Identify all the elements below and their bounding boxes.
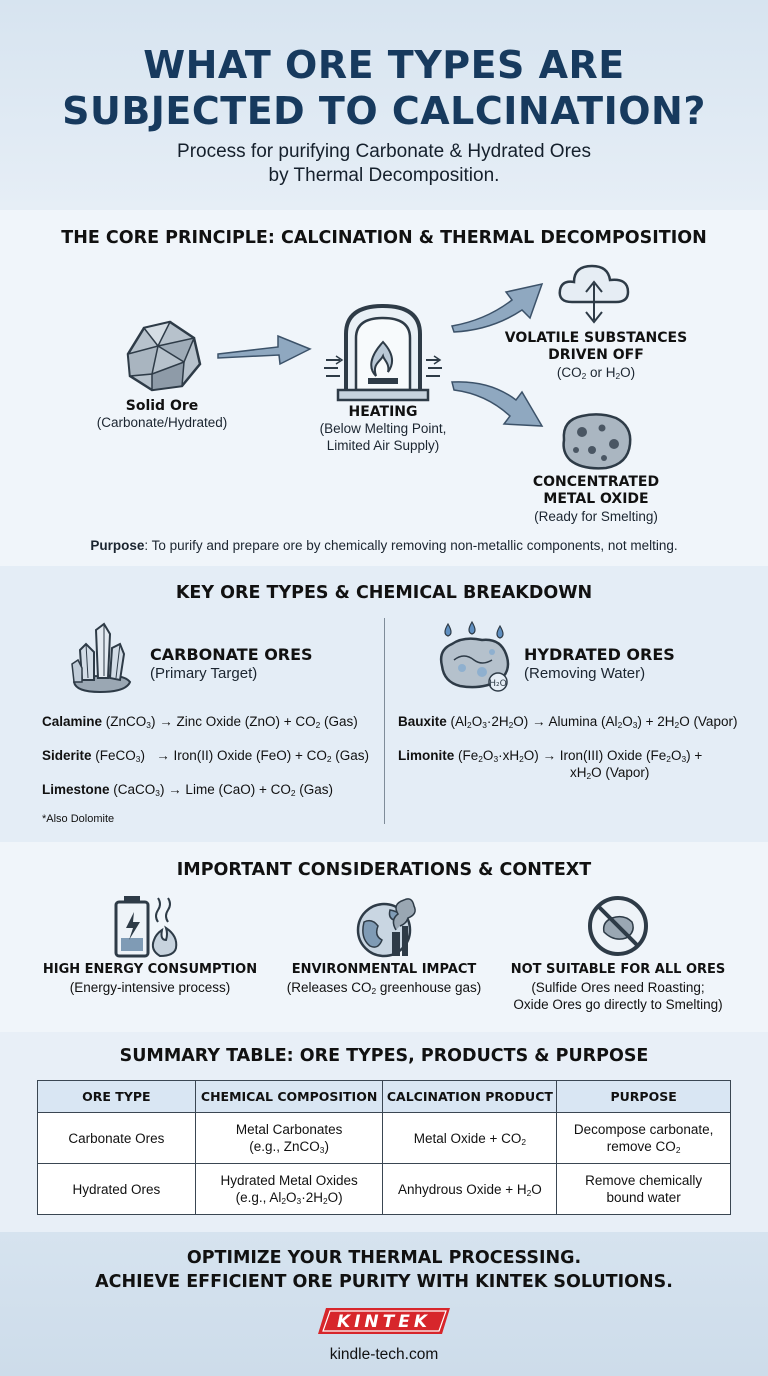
- table-header: CALCINATION PRODUCT: [382, 1080, 558, 1113]
- table-cell: Remove chemically bound water: [556, 1163, 731, 1215]
- arrow-right-icon: [217, 334, 312, 366]
- arrow-down-right-icon: [451, 381, 544, 427]
- table-header: CHEMICAL COMPOSITION: [194, 1080, 384, 1113]
- purpose-line-2: bound water: [606, 1190, 681, 1205]
- rock-icon: [126, 320, 202, 392]
- page-subtitle: Process for purifying Carbonate & Hydrat…: [0, 140, 768, 188]
- summary-table: ORE TYPE CHEMICAL COMPOSITION CALCINATIO…: [37, 1080, 731, 1215]
- summary-section: SUMMARY TABLE: ORE TYPES, PRODUCTS & PUR…: [0, 1032, 768, 1232]
- hydrated-heading: HYDRATED ORES: [524, 645, 675, 664]
- reaction-limonite-cont: xH2O (Vapor): [570, 765, 650, 782]
- crystal-icon: [71, 622, 132, 694]
- table-row: Carbonate Ores Metal Carbonates(e.g., Zn…: [37, 1112, 731, 1164]
- core-principle-title: THE CORE PRINCIPLE: CALCINATION & THERMA…: [61, 228, 707, 248]
- considerations-section: IMPORTANT CONSIDERATIONS & CONTEXT HIGH …: [0, 842, 768, 1032]
- table-cell: Hydrated Metal Oxides(e.g., Al2O3·2H2O): [194, 1163, 384, 1215]
- ore-types-title: KEY ORE TYPES & CHEMICAL BREAKDOWN: [175, 583, 593, 603]
- consideration-desc-suitability-2: Oxide Ores go directly to Smelting): [513, 997, 723, 1012]
- hydrated-subheading: (Removing Water): [524, 665, 646, 682]
- reaction-limestone: Limestone (CaCO3) → Lime (CaO) + CO2 (Ga…: [42, 782, 334, 799]
- solid-ore-label: Solid Ore: [125, 398, 199, 414]
- title-line-1: WHAT ORE TYPES ARE: [143, 43, 625, 87]
- svg-text:KINTEK: KINTEK: [337, 1312, 431, 1332]
- heating-detail-1: (Below Melting Point,: [319, 421, 447, 436]
- page-title: WHAT ORE TYPES ARE SUBJECTED TO CALCINAT…: [0, 42, 768, 134]
- cta-line-1: OPTIMIZE YOUR THERMAL PROCESSING.: [186, 1248, 582, 1268]
- table-cell: Metal Carbonates(e.g., ZnCO3): [194, 1112, 384, 1164]
- consideration-desc-suitability-1: (Sulfide Ores need Roasting;: [531, 980, 705, 995]
- purpose-line-1: Remove chemically: [585, 1173, 703, 1188]
- core-principle-section: THE CORE PRINCIPLE: CALCINATION & THERMA…: [0, 210, 768, 566]
- reaction-limonite: Limonite (Fe2O3·xH2O) → Iron(III) Oxide …: [398, 748, 703, 765]
- volatile-label-2: DRIVEN OFF: [548, 347, 644, 363]
- arrow-up-right-icon: [451, 282, 544, 333]
- oxide-label-2: METAL OXIDE: [543, 491, 649, 507]
- table-cell: Metal Oxide + CO2: [382, 1112, 558, 1164]
- volatile-label-1: VOLATILE SUBSTANCES: [504, 330, 688, 346]
- oxide-detail: (Ready for Smelting): [534, 509, 658, 524]
- solid-ore-detail: (Carbonate/Hydrated): [96, 415, 228, 430]
- purpose-label: Purpose: [90, 538, 145, 553]
- no-ore-icon: [588, 896, 648, 956]
- table-cell: Hydrated Ores: [37, 1163, 196, 1215]
- table-header: PURPOSE: [556, 1080, 731, 1113]
- reaction-siderite: Siderite (FeCO3) → Iron(II) Oxide (FeO) …: [42, 748, 370, 765]
- consideration-title-environment: ENVIRONMENTAL IMPACT: [291, 962, 477, 977]
- metal-oxide-icon: [562, 413, 632, 470]
- cta-line-2: ACHIEVE EFFICIENT ORE PURITY WITH KINTEK…: [95, 1272, 673, 1292]
- considerations-title: IMPORTANT CONSIDERATIONS & CONTEXT: [176, 860, 592, 880]
- oxide-label-1: CONCENTRATED: [532, 474, 660, 490]
- table-row: Hydrated Ores Hydrated Metal Oxides(e.g.…: [37, 1163, 731, 1215]
- table-cell: Anhydrous Oxide + H2O: [382, 1163, 558, 1215]
- cloud-icon: [558, 264, 630, 324]
- table-cell: Decompose carbonate,remove CO2: [556, 1112, 731, 1164]
- footer: OPTIMIZE YOUR THERMAL PROCESSING. ACHIEV…: [0, 1232, 768, 1376]
- reaction-bauxite: Bauxite (Al2O3·2H2O) → Alumina (Al2O3) +…: [398, 714, 738, 731]
- consideration-title-suitability: NOT SUITABLE FOR ALL ORES: [510, 962, 726, 977]
- carbonate-heading: CARBONATE ORES: [150, 645, 313, 664]
- consideration-desc-environment: (Releases CO2 greenhouse gas): [286, 980, 482, 997]
- purpose-statement: Purpose: To purify and prepare ore by ch…: [0, 538, 768, 553]
- furnace-icon: [324, 303, 442, 402]
- table-header: ORE TYPE: [37, 1080, 196, 1113]
- volatile-detail: (CO2 or H2O): [556, 365, 636, 382]
- heating-label: HEATING: [348, 404, 418, 420]
- subtitle-line-2: by Thermal Decomposition.: [268, 165, 500, 186]
- title-line-2: SUBJECTED TO CALCINATION?: [62, 89, 706, 133]
- website-link[interactable]: kindle-tech.com: [329, 1346, 439, 1363]
- svg-text:H₂O: H₂O: [489, 679, 506, 689]
- summary-title: SUMMARY TABLE: ORE TYPES, PRODUCTS & PUR…: [119, 1046, 649, 1066]
- purpose-text: : To purify and prepare ore by chemicall…: [144, 538, 678, 553]
- reaction-calamine: Calamine (ZnCO3) → Zinc Oxide (ZnO) + CO…: [42, 714, 358, 731]
- heating-detail-2: Limited Air Supply): [326, 438, 440, 453]
- call-to-action: OPTIMIZE YOUR THERMAL PROCESSING. ACHIEV…: [0, 1246, 768, 1294]
- kintek-logo[interactable]: KINTEK: [316, 1306, 452, 1336]
- column-divider: [384, 618, 385, 824]
- battery-flame-icon: [114, 896, 178, 958]
- table-header-row: ORE TYPE CHEMICAL COMPOSITION CALCINATIO…: [37, 1080, 731, 1113]
- globe-factory-icon: [356, 898, 416, 958]
- consideration-desc-energy: (Energy-intensive process): [69, 980, 231, 995]
- subtitle-line-1: Process for purifying Carbonate & Hydrat…: [177, 141, 591, 162]
- header: WHAT ORE TYPES ARE SUBJECTED TO CALCINAT…: [0, 0, 768, 210]
- carbonate-subheading: (Primary Target): [150, 665, 258, 682]
- consideration-title-energy: HIGH ENERGY CONSUMPTION: [42, 962, 258, 977]
- carbonate-note: *Also Dolomite: [42, 813, 115, 825]
- wet-rock-icon: H₂O: [439, 620, 510, 692]
- table-cell: Carbonate Ores: [37, 1112, 196, 1164]
- ore-types-section: KEY ORE TYPES & CHEMICAL BREAKDOWN CARBO…: [0, 566, 768, 842]
